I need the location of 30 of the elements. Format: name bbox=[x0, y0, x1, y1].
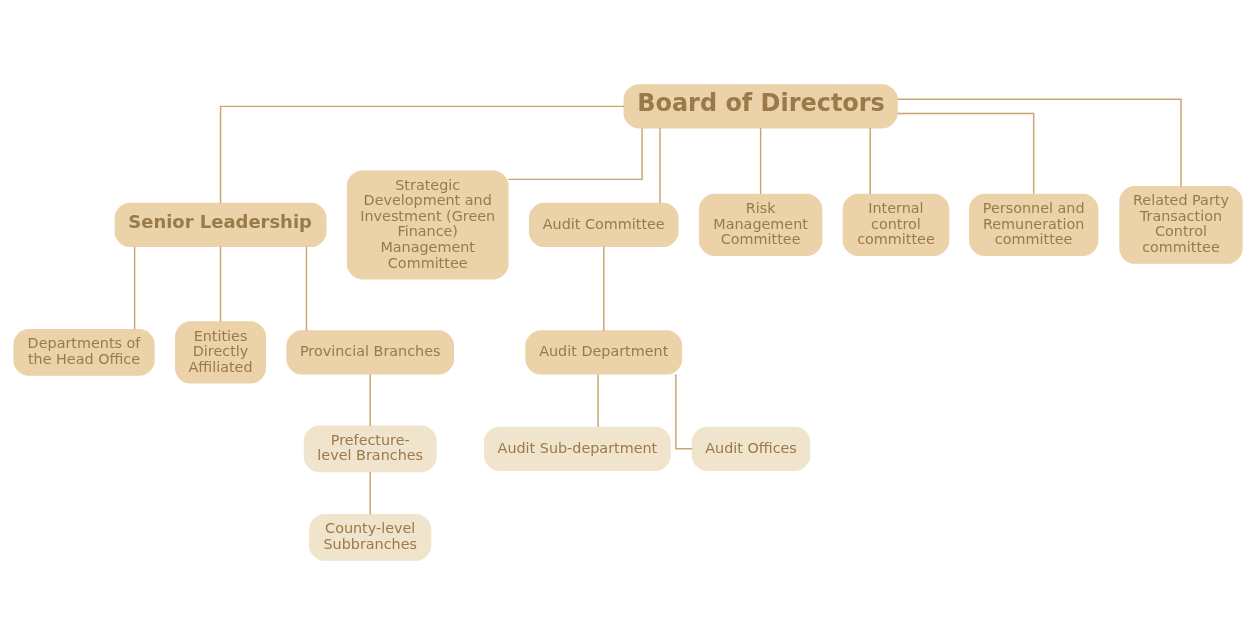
connector bbox=[369, 373, 371, 427]
connector bbox=[659, 126, 661, 204]
connector bbox=[896, 112, 1035, 195]
connector bbox=[869, 126, 871, 195]
node-box: Audit Offices bbox=[691, 426, 811, 471]
connector bbox=[507, 127, 643, 180]
node-box: Audit Department bbox=[525, 329, 683, 375]
node-box: Provincial Branches bbox=[286, 329, 455, 375]
node-box: Senior Leadership bbox=[114, 202, 327, 247]
connector bbox=[133, 245, 136, 330]
node-box: Entities Directly Affiliated bbox=[175, 320, 267, 384]
node-box: Departments of the Head Office bbox=[13, 328, 155, 376]
connector bbox=[369, 470, 371, 515]
node-box: Strategic Development and Investment (Green Finance) Management Committee bbox=[346, 169, 509, 279]
node-box: Personnel and Remuneration committee bbox=[969, 193, 1099, 256]
node-box: County-level Subbranches bbox=[309, 513, 432, 561]
connector bbox=[896, 97, 1182, 187]
connector bbox=[305, 245, 308, 331]
node-box: Prefecture-level Branches bbox=[303, 425, 437, 472]
connector bbox=[219, 245, 222, 322]
node-box: Audit Committee bbox=[528, 202, 679, 247]
node-box: Internal control committee bbox=[842, 193, 950, 256]
connector bbox=[219, 105, 625, 204]
node-box: Risk Management Committee bbox=[698, 193, 823, 256]
node-box: Related Party Transaction Control committee bbox=[1119, 185, 1243, 264]
connector bbox=[759, 126, 762, 195]
node-box: Audit Sub-department bbox=[484, 426, 671, 471]
node-box: Board of Directors bbox=[623, 83, 898, 128]
connector bbox=[597, 373, 599, 428]
connector bbox=[603, 245, 605, 331]
